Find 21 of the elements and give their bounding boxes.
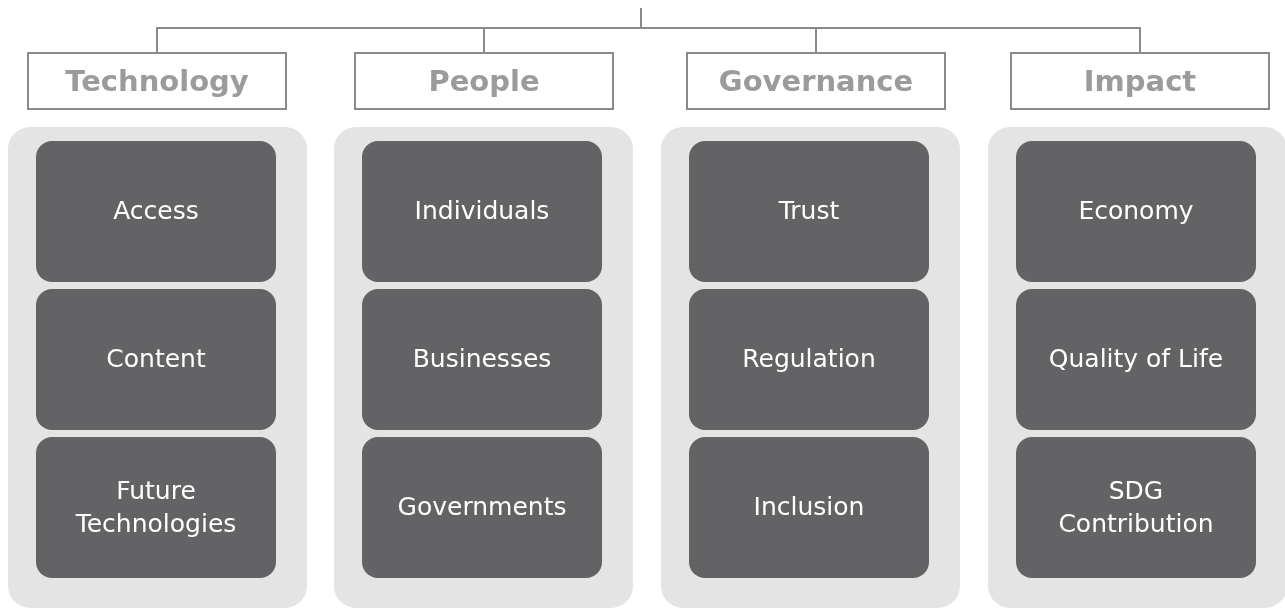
item-box: Access: [36, 141, 276, 282]
item-box: Governments: [362, 437, 602, 578]
category-panel: [661, 127, 960, 608]
category-header-box: Technology: [27, 52, 287, 110]
item-box: Quality of Life: [1016, 289, 1256, 430]
category-panel: [334, 127, 633, 608]
item-box: Content: [36, 289, 276, 430]
item-box: Regulation: [689, 289, 929, 430]
category-panel: [8, 127, 307, 608]
item-box: Trust: [689, 141, 929, 282]
category-header-box: People: [354, 52, 614, 110]
item-box: SDG Contribution: [1016, 437, 1256, 578]
item-box: Individuals: [362, 141, 602, 282]
category-header-box: Governance: [686, 52, 946, 110]
item-box: Future Technologies: [36, 437, 276, 578]
item-box: Economy: [1016, 141, 1256, 282]
item-box: Inclusion: [689, 437, 929, 578]
connector-line: [640, 7, 1141, 53]
category-panel: [988, 127, 1285, 608]
category-header-box: Impact: [1010, 52, 1270, 110]
item-box: Businesses: [362, 289, 602, 430]
